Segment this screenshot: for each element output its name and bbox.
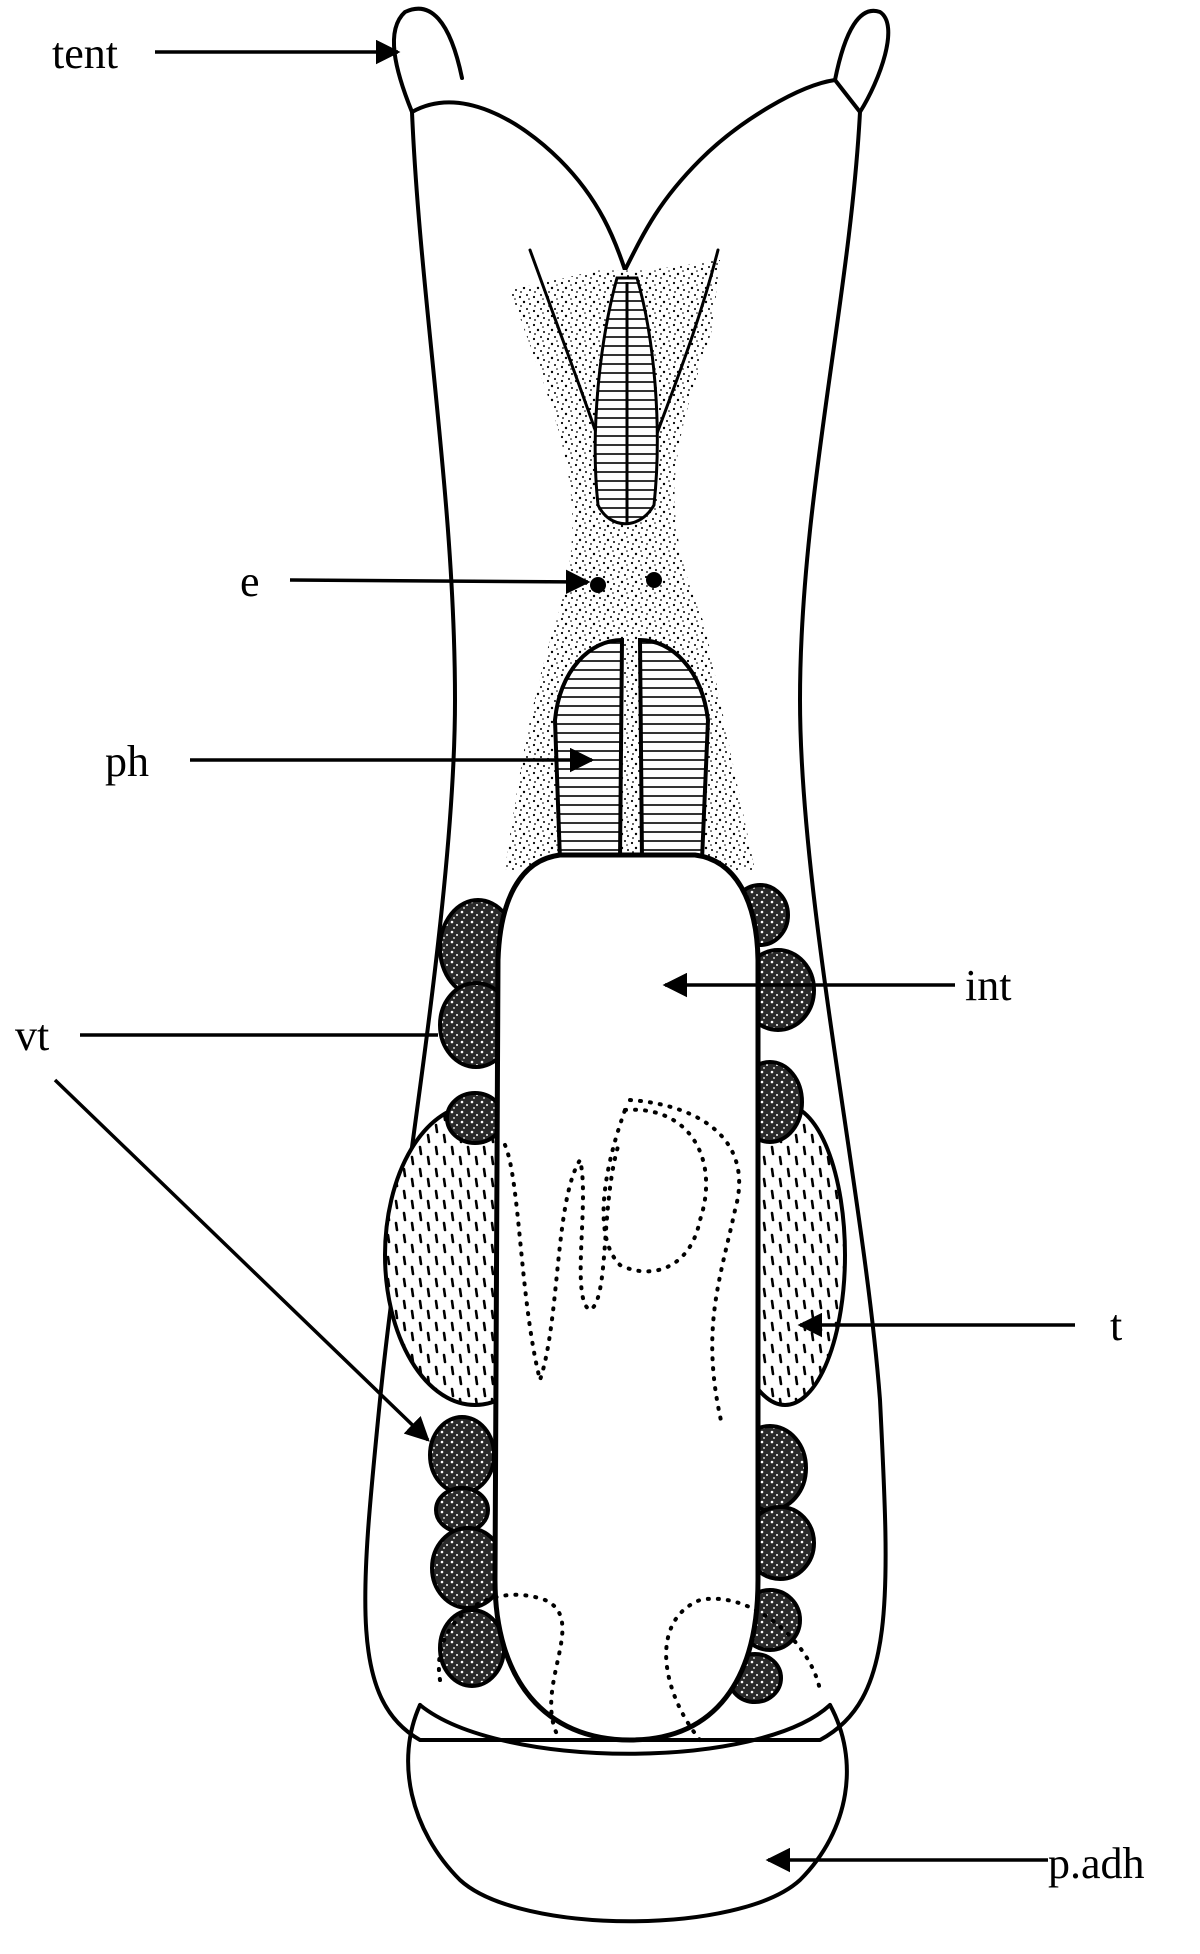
ovary-outline (601, 1107, 709, 1274)
uterus-outline (628, 1098, 742, 1427)
label-e: e (240, 557, 260, 606)
intestine (492, 852, 761, 1743)
posterior-adhesive-disc (406, 1703, 849, 1924)
genital-loop-left (436, 1592, 565, 1742)
genital-loop-right (664, 1596, 822, 1742)
right-tentacle (833, 8, 891, 114)
body-outline (363, 78, 888, 1742)
eye-left (590, 577, 606, 593)
reproductive-duct-left (503, 1138, 622, 1388)
disc-inner-arc (418, 1703, 832, 1756)
label-int: int (965, 961, 1011, 1010)
label-t: t (1110, 1301, 1122, 1350)
label-p-adh: p.adh (1048, 1839, 1145, 1888)
label-vt: vt (15, 1011, 49, 1060)
label-tent: tent (52, 29, 118, 78)
eye-right (646, 572, 662, 588)
left-tentacle (391, 6, 464, 114)
arrow-e (289, 569, 591, 595)
label-ph: ph (105, 737, 149, 786)
arrow-vt-lower (53, 1078, 430, 1442)
